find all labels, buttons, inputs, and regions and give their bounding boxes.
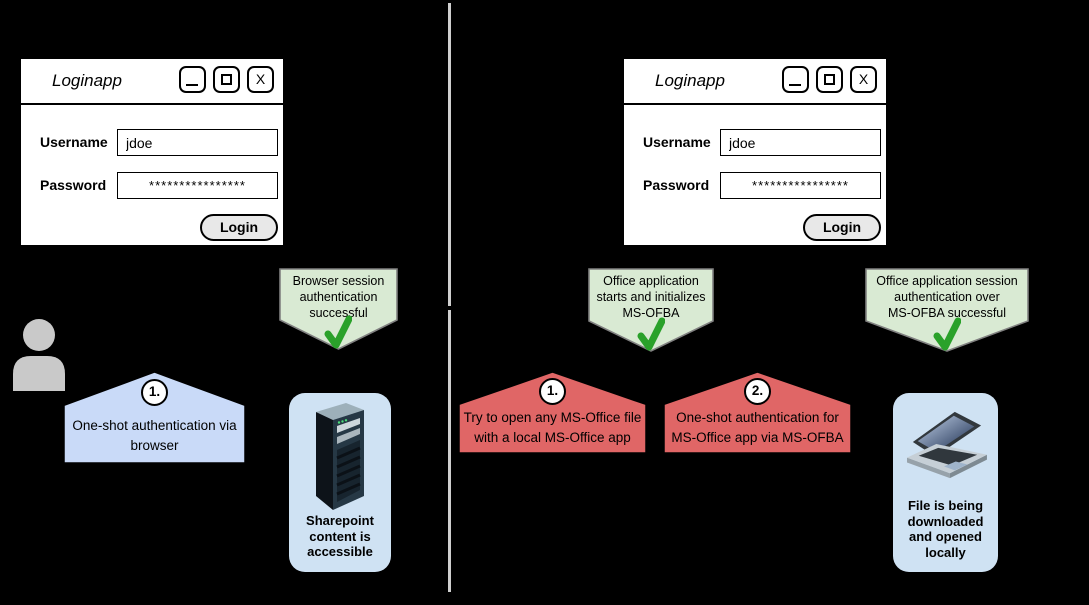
close-button[interactable]: X	[850, 66, 877, 93]
callout-ofba-init: Office application starts and initialize…	[588, 268, 714, 352]
minimize-icon	[186, 83, 198, 86]
username-input[interactable]	[720, 129, 881, 156]
result-box-file: File is being downloaded and opened loca…	[893, 393, 998, 572]
minimize-button[interactable]	[179, 66, 206, 93]
login-button[interactable]: Login	[200, 214, 278, 241]
window-titlebar: Loginapp X	[21, 59, 283, 105]
banner-shape	[662, 370, 853, 455]
callout-browser-session: Browser session authentication successfu…	[279, 268, 398, 350]
banner-text: Try to open any MS-Office file with a lo…	[463, 410, 642, 445]
password-label: Password	[40, 177, 107, 193]
maximize-button[interactable]	[213, 66, 240, 93]
login-window-right: Loginapp X Username Password Login	[622, 57, 888, 247]
step-badge: 2.	[744, 378, 771, 405]
callout-text: Browser session authentication successfu…	[292, 274, 385, 320]
window-title: Loginapp	[52, 71, 122, 90]
callout-text: Office application session authenticatio…	[876, 274, 1018, 320]
maximize-icon	[220, 73, 232, 85]
callout-ofba-success: Office application session authenticatio…	[865, 268, 1029, 352]
banner-shape	[62, 370, 247, 465]
callout-text: Office application starts and initialize…	[596, 274, 706, 320]
maximize-icon	[823, 73, 835, 85]
laptop-icon	[907, 411, 987, 479]
result-box-sharepoint: Sharepoint content is accessible	[289, 393, 391, 572]
checkmark-icon	[637, 317, 665, 351]
password-label: Password	[643, 177, 710, 193]
step-badge: 1.	[141, 379, 168, 406]
close-icon: X	[858, 71, 869, 87]
login-button[interactable]: Login	[803, 214, 881, 241]
minimize-button[interactable]	[782, 66, 809, 93]
person-icon	[13, 319, 65, 391]
server-icon	[316, 403, 364, 510]
banner-ofba-auth: 2. One-shot authentication for MS-Office…	[662, 370, 853, 455]
banner-text: One-shot authentication for MS-Office ap…	[671, 410, 844, 445]
callout-shape	[588, 268, 714, 352]
callout-shape	[279, 268, 398, 350]
minimize-icon	[789, 83, 801, 86]
checkmark-icon	[933, 317, 961, 351]
username-label: Username	[40, 134, 108, 150]
checkmark-icon	[324, 315, 352, 349]
divider-line-top	[448, 3, 451, 306]
result-caption: File is being downloaded and opened loca…	[907, 498, 984, 560]
close-button[interactable]: X	[247, 66, 274, 93]
close-icon: X	[255, 71, 266, 87]
login-window-left: Loginapp X Username Password Login	[19, 57, 285, 247]
password-input[interactable]	[720, 172, 881, 199]
banner-browser-auth: 1. One-shot authentication via browser	[62, 370, 247, 465]
divider-line-bottom	[448, 310, 451, 592]
callout-shape	[865, 268, 1029, 352]
banner-open-file: 1. Try to open any MS-Office file with a…	[457, 370, 648, 455]
result-caption: Sharepoint content is accessible	[306, 513, 374, 559]
window-titlebar: Loginapp X	[624, 59, 886, 105]
username-input[interactable]	[117, 129, 278, 156]
password-input[interactable]	[117, 172, 278, 199]
banner-text: One-shot authentication via browser	[72, 418, 237, 453]
window-title: Loginapp	[655, 71, 725, 90]
banner-shape	[457, 370, 648, 455]
step-badge: 1.	[539, 378, 566, 405]
maximize-button[interactable]	[816, 66, 843, 93]
username-label: Username	[643, 134, 711, 150]
